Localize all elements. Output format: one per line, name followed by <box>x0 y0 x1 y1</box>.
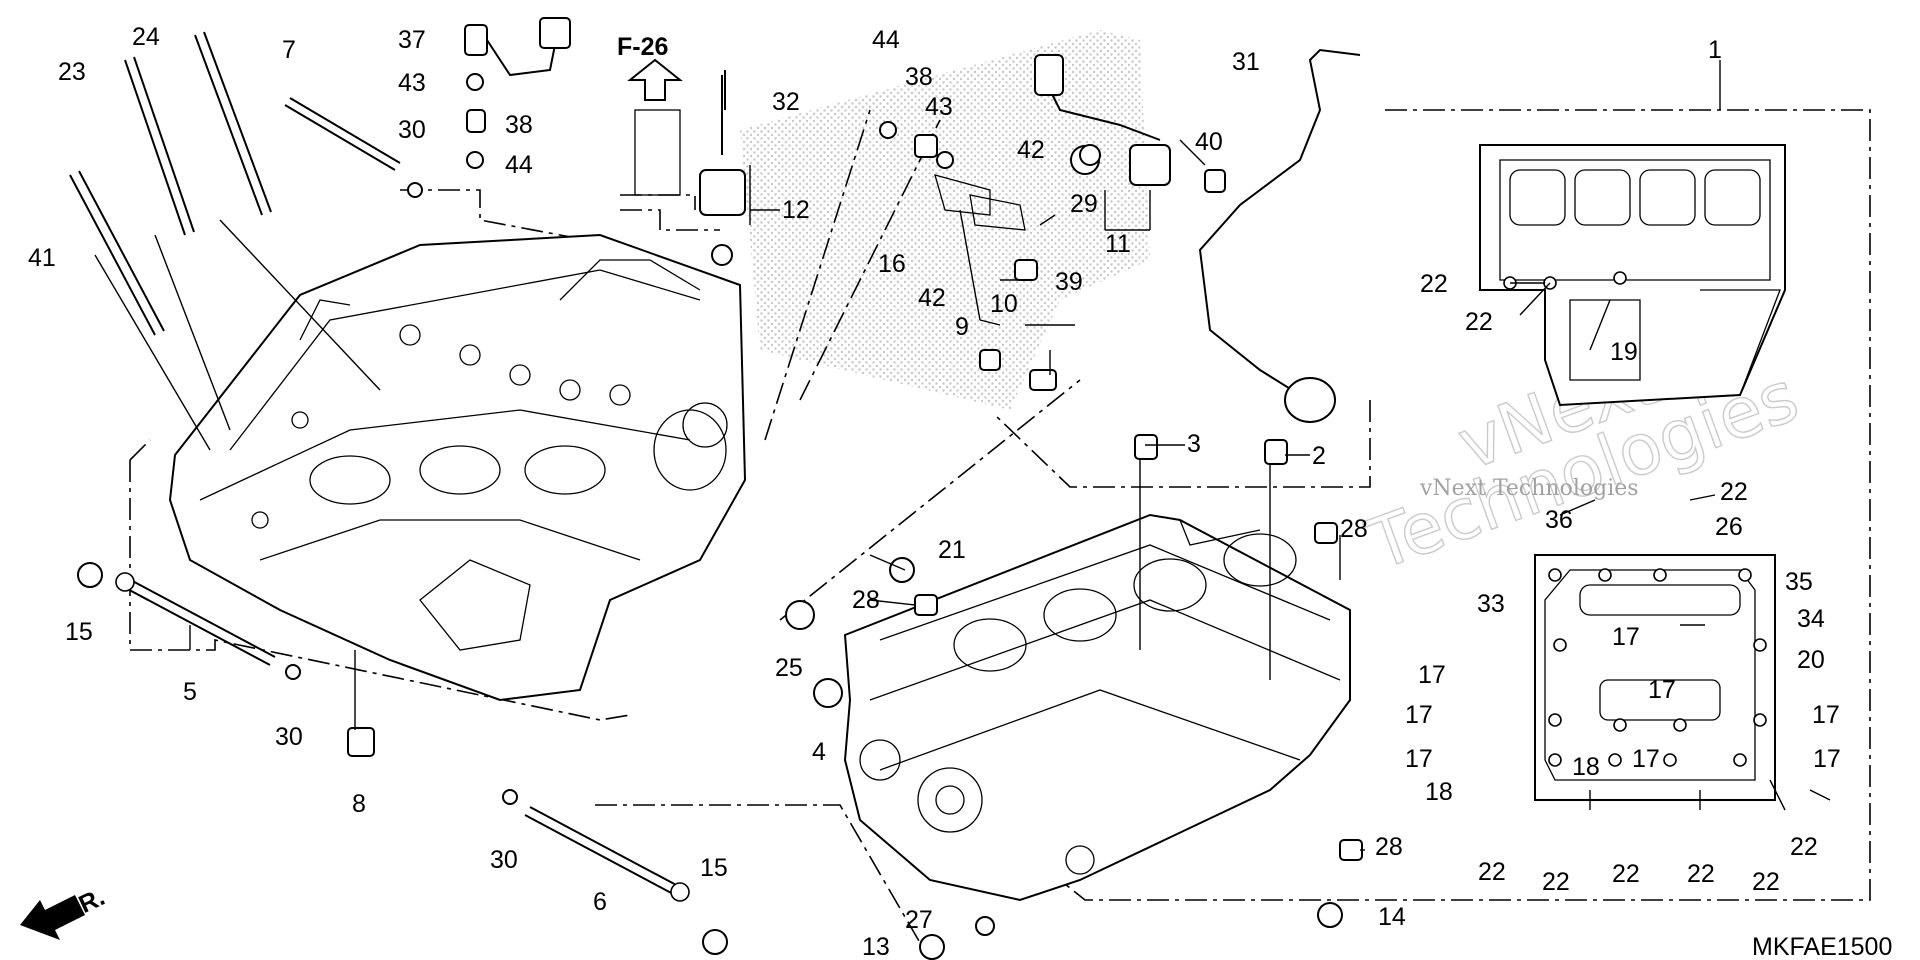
callout-21: 21 <box>938 536 966 564</box>
callout-3: 3 <box>1187 430 1201 458</box>
callout-30c: 30 <box>490 846 518 874</box>
callout-17h: 17 <box>1813 745 1841 773</box>
callout-35: 35 <box>1785 568 1813 596</box>
callout-17b: 17 <box>1405 701 1433 729</box>
callout-40: 40 <box>1195 128 1223 156</box>
callout-22b: 22 <box>1465 308 1493 336</box>
callout-8: 8 <box>352 790 366 818</box>
group-outlines <box>129 109 1871 960</box>
callout-6: 6 <box>593 888 607 916</box>
lower-cover <box>1534 554 1776 801</box>
callout-2: 2 <box>1312 442 1326 470</box>
callout-42b: 42 <box>918 284 946 312</box>
callout-5: 5 <box>183 678 197 706</box>
callout-22a: 22 <box>1420 270 1448 298</box>
callout-14: 14 <box>1378 903 1406 931</box>
callout-29: 29 <box>1070 190 1098 218</box>
callout-23: 23 <box>58 58 86 86</box>
watermark-line3-right: vNext Technologies <box>1419 476 1639 501</box>
callout-22h: 22 <box>1752 868 1780 896</box>
callout-33: 33 <box>1477 590 1505 618</box>
callout-11: 11 <box>1105 230 1131 258</box>
callout-24: 24 <box>132 23 160 51</box>
upper-cover <box>1479 144 1786 407</box>
callout-44b: 44 <box>872 26 900 54</box>
callout-42a: 42 <box>1017 136 1045 164</box>
callout-28c: 28 <box>1375 833 1403 861</box>
callout-22f: 22 <box>1612 860 1640 888</box>
callouts: 1 2 3 4 5 6 7 8 9 10 11 12 13 14 15 15 1… <box>28 23 1892 960</box>
callout-39: 39 <box>1055 268 1083 296</box>
callout-12: 12 <box>782 196 810 224</box>
small-parts <box>77 70 1363 960</box>
callout-15b: 15 <box>700 854 728 882</box>
callout-37: 37 <box>398 26 426 54</box>
callout-31: 31 <box>1232 48 1260 76</box>
sensor-assembly <box>1034 54 1171 186</box>
callout-22d: 22 <box>1478 858 1506 886</box>
sensor-harness <box>1198 48 1361 423</box>
callout-1: 1 <box>1708 36 1722 64</box>
callout-38a: 38 <box>505 111 533 139</box>
callout-30b: 30 <box>275 723 303 751</box>
diagram-code: MKFAE1500 <box>1752 933 1892 960</box>
callout-25: 25 <box>775 654 803 682</box>
callout-17g: 17 <box>1812 701 1840 729</box>
callout-41: 41 <box>28 244 56 272</box>
lower-crankcase <box>843 513 1351 902</box>
callout-17f: 17 <box>1632 745 1660 773</box>
callout-28a: 28 <box>852 586 880 614</box>
callout-16: 16 <box>878 250 906 278</box>
long-bolts <box>115 572 690 902</box>
leader-lines <box>94 60 1831 851</box>
studs <box>69 31 401 336</box>
callout-15a: 15 <box>65 618 93 646</box>
callout-22g: 22 <box>1687 860 1715 888</box>
section-arrow <box>627 58 683 196</box>
callout-22e: 22 <box>1542 868 1570 896</box>
callout-20: 20 <box>1797 646 1825 674</box>
callout-43a: 43 <box>398 69 426 97</box>
callout-28b: 28 <box>1340 515 1368 543</box>
callout-18a: 18 <box>1572 753 1600 781</box>
callout-18b: 18 <box>1425 778 1453 806</box>
callout-38b: 38 <box>905 63 933 91</box>
sensor-37 <box>464 17 571 77</box>
callout-36: 36 <box>1545 506 1573 534</box>
callout-26: 26 <box>1715 513 1743 541</box>
callout-17d: 17 <box>1612 623 1640 651</box>
callout-30a: 30 <box>398 116 426 144</box>
callout-34: 34 <box>1797 605 1825 633</box>
callout-27: 27 <box>905 906 933 934</box>
callout-9: 9 <box>955 313 969 341</box>
upper-crankcase <box>168 233 747 702</box>
callout-43b: 43 <box>925 93 953 121</box>
callout-7: 7 <box>282 36 296 64</box>
callout-22c: 22 <box>1720 478 1748 506</box>
callout-10: 10 <box>990 290 1018 318</box>
callout-13: 13 <box>862 933 890 960</box>
direction-arrow <box>20 895 85 940</box>
callout-19: 19 <box>1610 338 1638 366</box>
section-label: F-26 <box>617 33 668 61</box>
callout-4: 4 <box>812 738 826 766</box>
callout-17e: 17 <box>1648 676 1676 704</box>
callout-44a: 44 <box>505 151 533 179</box>
callout-17c: 17 <box>1405 745 1433 773</box>
sensor-12 <box>699 75 746 266</box>
callout-17a: 17 <box>1418 661 1446 689</box>
callout-32: 32 <box>772 88 800 116</box>
callout-22i: 22 <box>1790 833 1818 861</box>
